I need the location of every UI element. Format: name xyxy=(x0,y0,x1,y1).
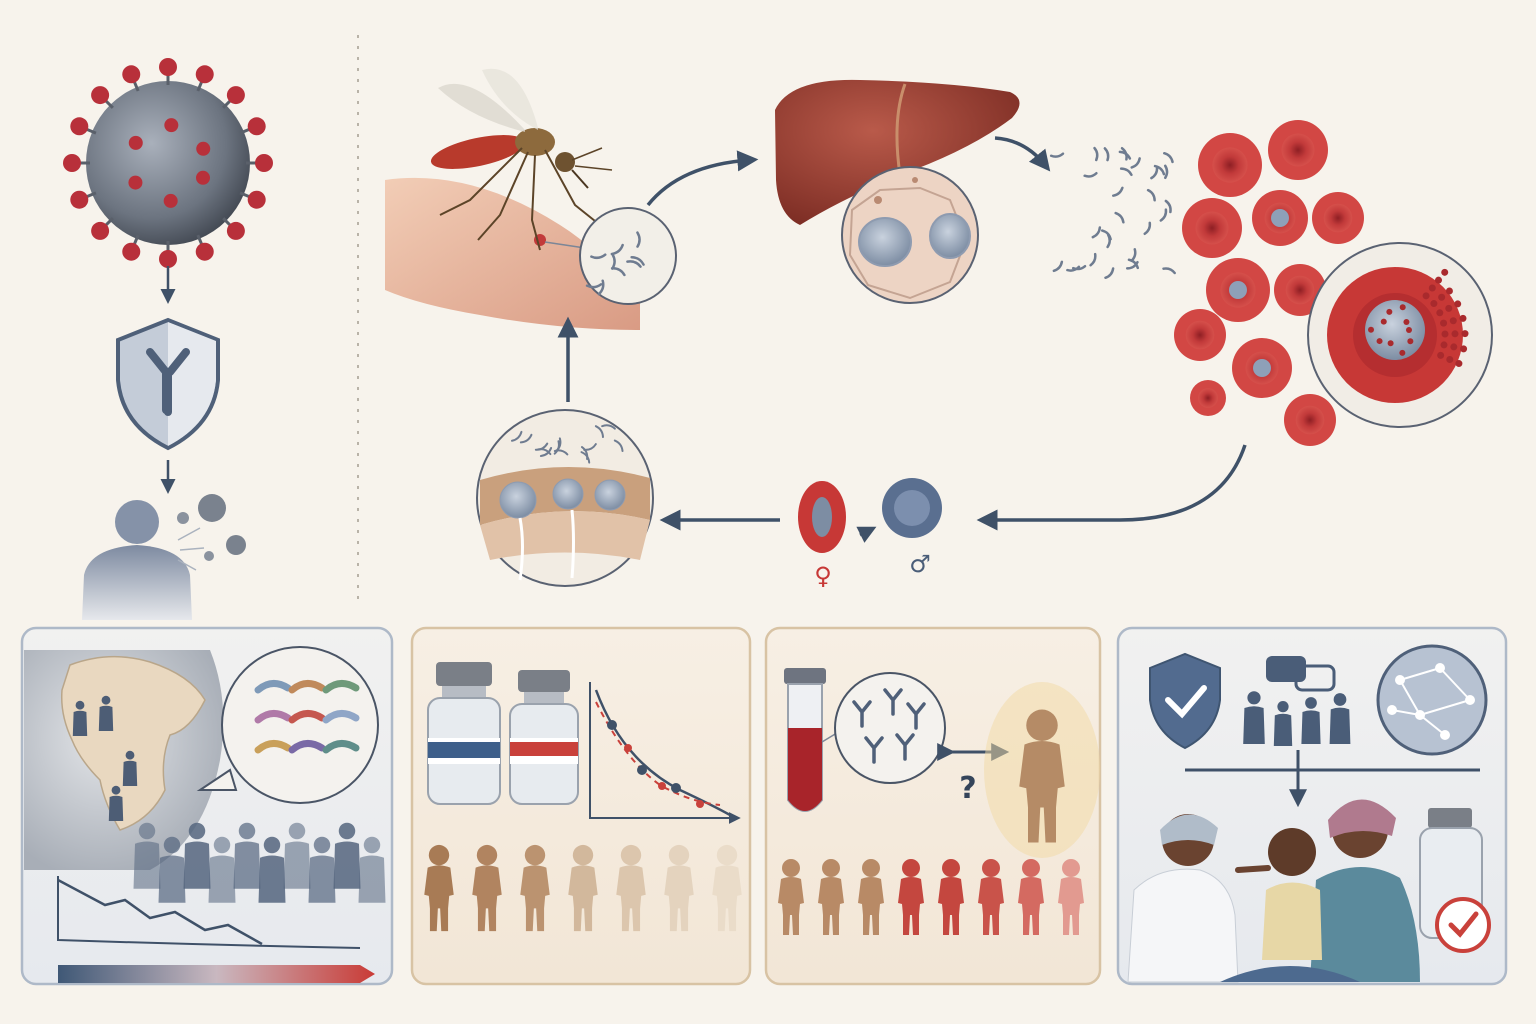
antibody-shield-icon xyxy=(116,317,220,451)
virus-column xyxy=(63,35,359,620)
waning-curve-icon xyxy=(589,682,741,824)
merozoites-icon xyxy=(1049,146,1176,280)
declining-trend-icon xyxy=(57,876,375,983)
approved-vial-icon xyxy=(1419,808,1491,953)
gametocyte-pair-arrow xyxy=(856,526,877,543)
vaccine-vial-blue-icon xyxy=(427,662,501,805)
arrow-liver-to-merozoites xyxy=(994,136,1051,172)
nurse-vaccinating-child-icon xyxy=(1127,799,1420,983)
life-cycle: ♀ ♂ xyxy=(385,68,1493,590)
male-symbol: ♂ xyxy=(909,550,931,578)
question-mark: ? xyxy=(959,771,976,806)
vaccine-vial-red-icon xyxy=(509,670,579,805)
red-blood-cells-icon xyxy=(1174,120,1364,446)
panel-global-burden xyxy=(20,626,394,986)
community-talk-icon xyxy=(1243,656,1351,746)
convergence-arrows xyxy=(1185,750,1480,796)
check-shield-icon xyxy=(1149,652,1221,750)
zoom-line xyxy=(544,241,586,249)
panel-vaccine-waning xyxy=(410,626,752,986)
globe-africa-icon xyxy=(24,650,224,870)
blood-tube-icon xyxy=(784,668,851,812)
female-gametocyte-icon xyxy=(798,481,846,553)
antibody-circle-icon xyxy=(834,672,946,784)
network-globe-icon xyxy=(1376,644,1488,756)
mosquito-midgut-circle-icon xyxy=(476,409,654,587)
female-symbol: ♀ xyxy=(814,562,832,590)
mosquito-icon xyxy=(430,68,613,251)
parasite-strains-icon xyxy=(196,646,379,804)
liver-cell-circle-icon xyxy=(841,166,979,304)
liver-icon xyxy=(775,79,1020,225)
arrow-skin-to-liver xyxy=(646,150,759,207)
male-gametocyte-icon xyxy=(882,478,942,538)
exposed-person-icon xyxy=(82,494,246,620)
arrow-rbc-to-gametocytes xyxy=(976,444,1247,531)
sporozoite-circle-icon xyxy=(579,207,677,305)
child-glow-icon xyxy=(984,682,1100,858)
panel-community-delivery xyxy=(1116,626,1508,986)
panel-correlates-of-protection: ? xyxy=(764,626,1102,986)
skin-icon xyxy=(385,177,640,330)
ruptured-rbc-circle-icon xyxy=(1307,242,1493,428)
coronavirus-icon xyxy=(63,58,273,268)
